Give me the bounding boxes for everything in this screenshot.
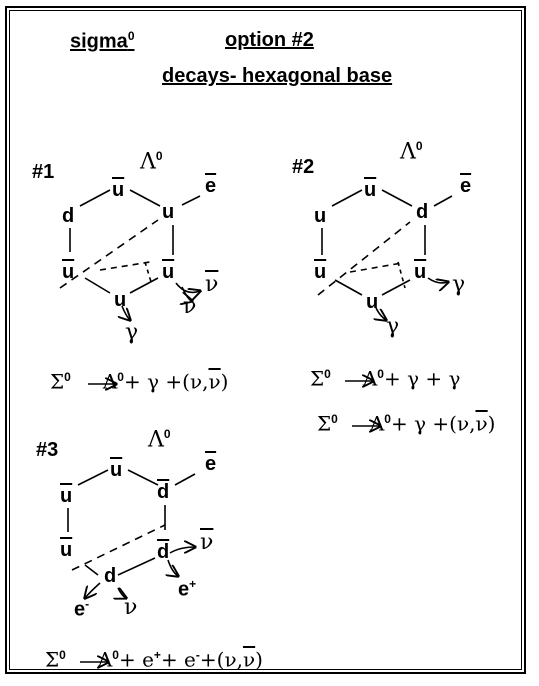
- diagram-2-label: #2: [292, 156, 315, 178]
- diagram-3-quark-top: u: [110, 459, 123, 481]
- diagram-2-lambda: Λ0: [400, 139, 423, 165]
- diagram-2-photon-bottom: γ: [386, 314, 400, 339]
- diagram-3-quark-lower-right: d: [157, 541, 170, 563]
- diagram-2-quark-upper-right: d: [416, 201, 429, 223]
- diagram-3-lambda: Λ0: [148, 427, 171, 453]
- diagram-1-quark-upper-right: u: [162, 201, 175, 223]
- diagram-3-label: #3: [36, 439, 59, 461]
- diagram-2-quark-bottom: u: [366, 291, 379, 313]
- page-title: sigma0: [70, 29, 135, 53]
- diagram-1-quark-lower-right: u: [162, 261, 175, 283]
- diagram-1-quark-bottom: u: [114, 289, 127, 311]
- outer-border: [5, 6, 526, 674]
- diagram-1-lambda: Λ0: [140, 149, 163, 175]
- diagram-3-quark-lower-left: u: [60, 539, 73, 561]
- diagram-2-quark-upper-left: u: [314, 205, 327, 227]
- diagram-2-photon-right: γ: [452, 272, 466, 297]
- diagram-3-electron: e: [205, 453, 217, 475]
- option-label: option #2: [225, 29, 314, 51]
- diagram-3-quark-upper-left: u: [60, 485, 73, 507]
- diagram-1-quark-lower-left: u: [62, 261, 75, 283]
- hexagon-1: [59, 189, 201, 294]
- diagram-1-quark-upper-left: d: [62, 205, 75, 227]
- diagram-2-electron: e: [460, 175, 472, 197]
- diagram-2-quark-lower-left: u: [314, 261, 327, 283]
- diagram-1-quark-top: u: [112, 179, 125, 201]
- diagram-2-quark-top: u: [364, 179, 377, 201]
- hexagon-2: [317, 189, 453, 296]
- page-subtitle: decays- hexagonal base: [162, 65, 393, 87]
- diagram-3-quark-bottom: d: [104, 565, 117, 587]
- diagram-3-quark-upper-right: d: [157, 481, 170, 503]
- hexagon-3: [67, 469, 196, 576]
- diagram-3-neutrino: ν: [124, 595, 138, 620]
- diagram-3-electron-minus: e-: [74, 597, 90, 621]
- diagram-3-antineutrino: ν: [200, 530, 214, 555]
- diagram-1-label: #1: [32, 161, 55, 183]
- inner-border: [9, 10, 522, 670]
- diagram-1-neutrino: ν: [183, 294, 197, 319]
- diagram-3-positron: e+: [178, 577, 197, 601]
- diagram-2-quark-lower-right: u: [414, 261, 427, 283]
- diagram-1-electron: e: [205, 175, 217, 197]
- diagram-1-antineutrino: ν: [205, 272, 219, 297]
- diagram-1-photon: γ: [125, 320, 139, 345]
